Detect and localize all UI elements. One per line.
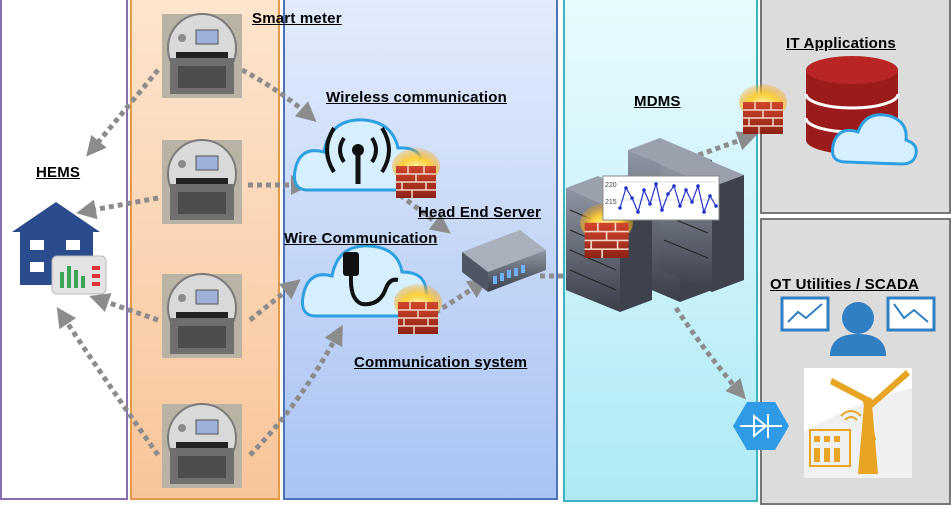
wind-turbine-icon — [804, 368, 912, 478]
hems-label: HEMS — [36, 164, 81, 181]
firewall-icon — [738, 83, 788, 135]
communication-system-label: Communication system — [354, 354, 528, 371]
smart-meter-icon — [161, 13, 243, 99]
firewall-icon — [393, 283, 443, 335]
server-icon — [462, 230, 546, 292]
mdms-label: MDMS — [634, 93, 681, 110]
wireless-communication-label: Wireless communication — [326, 89, 507, 106]
cloud-icon — [831, 113, 918, 166]
scada-user-icon — [780, 296, 936, 356]
smart-meter-label: Smart meter — [252, 10, 342, 27]
smart-meter-icon — [161, 273, 243, 359]
wire-communication-label: Wire Communication — [284, 230, 438, 247]
diode-icon — [733, 402, 789, 450]
house-icon — [12, 202, 107, 295]
mdms-chart: 220 215 — [602, 175, 720, 221]
chart-markers — [618, 182, 718, 214]
wireless-cloud-icon — [293, 118, 424, 192]
head-end-server-label: Head End Server — [418, 204, 542, 221]
smart-meter-icon — [161, 403, 243, 489]
chart-tick-220: 220 — [605, 182, 617, 189]
firewall-icon — [391, 147, 441, 199]
it-applications-label: IT Applications — [786, 35, 896, 52]
ot-scada-label: OT Utilities / SCADA — [770, 276, 920, 293]
smart-meter-icon — [161, 139, 243, 225]
chart-tick-215: 215 — [605, 199, 617, 206]
data-flow-arrows — [56, 67, 758, 457]
